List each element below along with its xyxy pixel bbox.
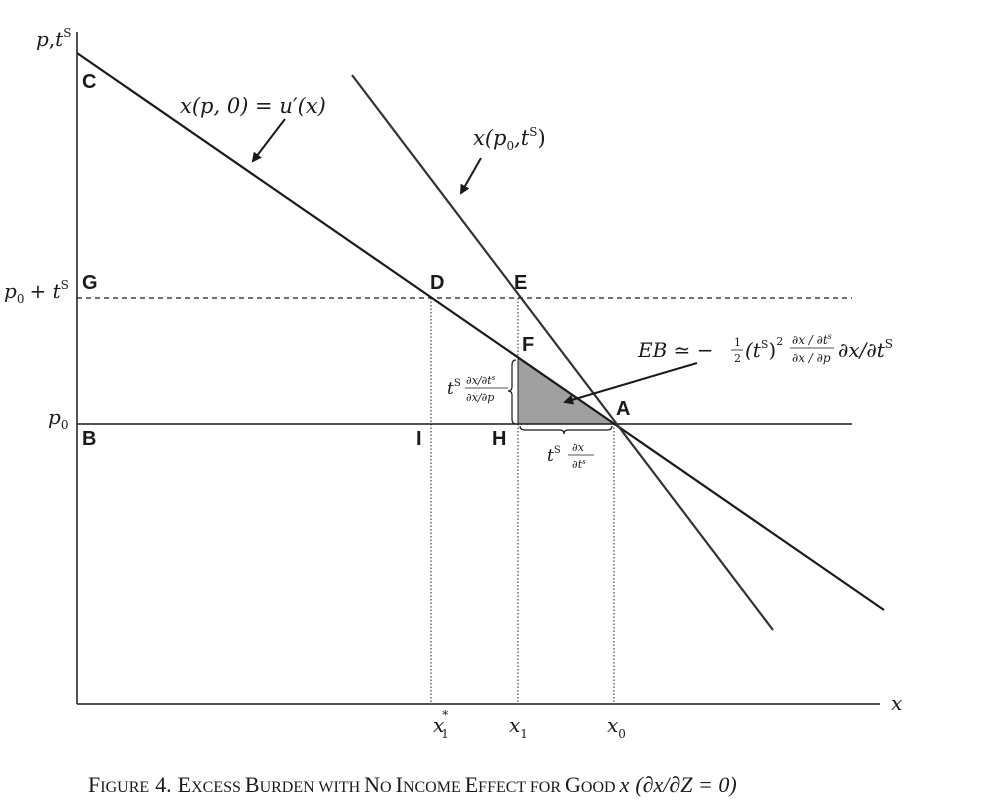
svg-text:∂ts: ∂ts — [572, 458, 586, 471]
svg-text:∂x / ∂p: ∂x / ∂p — [792, 351, 831, 365]
svg-text:2: 2 — [734, 352, 741, 365]
tick-label-x1: x1 — [509, 713, 528, 741]
svg-text:EB ≃ −: EB ≃ − — [637, 338, 714, 362]
point-label-G: G — [82, 272, 98, 294]
svg-text:∂x/∂ts: ∂x/∂ts — [466, 374, 496, 387]
point-label-D: D — [430, 272, 444, 294]
y-axis-label: p,tS — [36, 26, 71, 51]
svg-text:tS: tS — [547, 445, 561, 466]
point-label-A: A — [616, 398, 630, 420]
vertical-brace-label: tS ∂x/∂ts ∂x/∂p — [447, 374, 508, 404]
svg-text:∂x: ∂x — [572, 441, 585, 454]
svg-text:∂x/∂tS: ∂x/∂tS — [838, 337, 893, 362]
tick-label-x0: x0 — [607, 713, 626, 741]
x-axis-label: x — [891, 691, 902, 715]
vertical-brace — [507, 359, 517, 425]
point-label-I: I — [416, 428, 422, 450]
svg-text:∂x / ∂ts: ∂x / ∂ts — [792, 332, 832, 347]
tax-price-label: p0+ tS — [4, 278, 69, 306]
svg-text:(tS)2: (tS)2 — [745, 335, 783, 362]
point-label-F: F — [522, 334, 534, 356]
svg-text:∂x/∂p: ∂x/∂p — [466, 391, 494, 404]
point-label-C: C — [82, 71, 96, 93]
excess-burden-formula: EB ≃ − 1 2 (tS)2 ∂x / ∂ts ∂x / ∂p ∂x/∂tS — [637, 332, 893, 365]
compensated-demand-curve — [76, 52, 885, 611]
supply-label-arrow — [460, 157, 482, 195]
point-label-H: H — [492, 428, 506, 450]
horizontal-brace-label: tS ∂x ∂ts — [547, 441, 594, 471]
svg-text:tS: tS — [447, 378, 461, 399]
supply-curve-label: x(p0,tS) — [473, 125, 546, 153]
demand-label-arrow — [251, 118, 286, 163]
point-label-E: E — [514, 272, 527, 294]
horizontal-brace — [519, 425, 613, 435]
point-label-B: B — [82, 428, 96, 450]
demand-curve-label: x(p, 0) = u′(x) — [180, 94, 326, 118]
tick-label-x1-star: x*1 — [433, 708, 449, 741]
eb-arrow — [563, 362, 698, 405]
price-label-p0: p0 — [48, 405, 68, 432]
tax-demand-curve — [351, 74, 774, 631]
svg-text:1: 1 — [734, 336, 741, 349]
